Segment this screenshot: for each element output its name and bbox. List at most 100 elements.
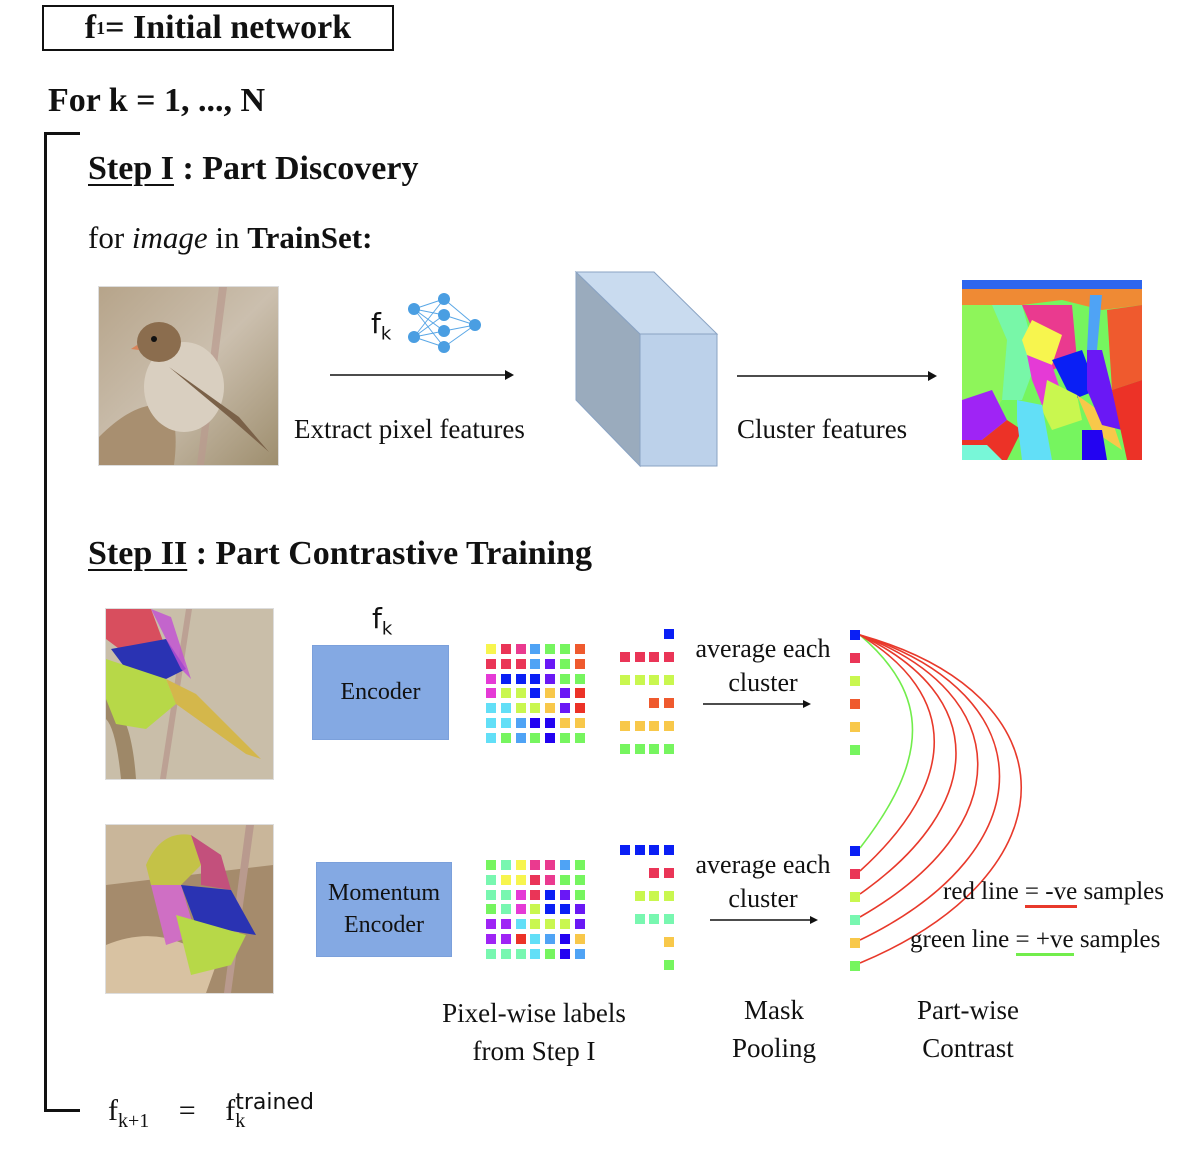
pixel-label-cell bbox=[500, 874, 511, 885]
pixel-label-cell bbox=[500, 644, 511, 654]
pixel-label-cell bbox=[545, 948, 556, 959]
pixel-label-cell bbox=[545, 919, 556, 930]
pixel-label-cell bbox=[486, 658, 496, 669]
pixel-label-cell bbox=[486, 874, 496, 885]
pixel-label-cell bbox=[515, 673, 526, 684]
pixel-label-cell bbox=[574, 673, 585, 684]
pixel-label-cell bbox=[515, 933, 526, 944]
cluster-pixel bbox=[649, 652, 660, 662]
encoder-box: Encoder bbox=[312, 645, 449, 740]
pixel-label-cell bbox=[530, 658, 541, 669]
cluster-pixel bbox=[649, 744, 660, 754]
cluster-pixel bbox=[664, 868, 674, 878]
cluster-pixel bbox=[664, 937, 674, 947]
caption-mask-line2: Pooling bbox=[731, 1033, 817, 1063]
pixel-label-cell bbox=[559, 688, 570, 699]
view2-overlay bbox=[106, 825, 273, 993]
cluster-pixel bbox=[664, 675, 674, 685]
pixel-label-cell bbox=[530, 717, 541, 728]
pixel-label-cell bbox=[515, 889, 526, 900]
step2-fk-label: fk bbox=[372, 602, 392, 640]
pixel-label-cell bbox=[515, 703, 526, 714]
caption-contrast-line2: Contrast bbox=[922, 1033, 1014, 1063]
pixel-label-cell bbox=[530, 703, 541, 714]
cluster-pixel bbox=[649, 845, 660, 855]
pixel-label-cell bbox=[559, 644, 570, 654]
pixel-label-cell bbox=[545, 673, 556, 684]
cluster-pixel bbox=[619, 721, 630, 731]
pixel-label-cell bbox=[515, 874, 526, 885]
view2-pooled-feature bbox=[850, 892, 860, 902]
pixel-label-cell bbox=[530, 904, 541, 915]
bird-photo-placeholder bbox=[99, 287, 278, 465]
pixel-label-cell bbox=[574, 860, 585, 870]
view1-pooled-feature bbox=[850, 722, 860, 732]
augmented-view-1-image bbox=[105, 608, 274, 780]
view1-pooled-feature bbox=[850, 699, 860, 709]
pixel-label-cell bbox=[574, 948, 585, 959]
pixel-label-cell bbox=[515, 919, 526, 930]
cluster-pixel bbox=[634, 675, 645, 685]
pixel-label-cell bbox=[559, 658, 570, 669]
fk2-symbol: f bbox=[372, 602, 382, 635]
legend-red-eq: = -ve bbox=[1024, 878, 1078, 908]
pixel-label-cell bbox=[574, 874, 585, 885]
pixel-label-cell bbox=[500, 688, 511, 699]
average-line2: cluster bbox=[728, 668, 798, 697]
pixel-label-cell bbox=[559, 860, 570, 870]
pixel-label-cell bbox=[530, 948, 541, 959]
pixel-label-cell bbox=[574, 933, 585, 944]
average2-line1: average each bbox=[695, 850, 831, 879]
legend-red-text: red line bbox=[943, 878, 1025, 905]
cluster-pixel bbox=[664, 744, 674, 754]
legend-green-eq: = +ve bbox=[1015, 926, 1074, 956]
view1-pooled-feature bbox=[850, 653, 860, 663]
pixel-label-cell bbox=[530, 732, 541, 743]
pixel-label-cell bbox=[500, 703, 511, 714]
input-bird-image bbox=[98, 286, 279, 466]
cluster-pixel bbox=[664, 721, 674, 731]
pixel-label-cell bbox=[545, 874, 556, 885]
pixel-label-cell bbox=[559, 948, 570, 959]
pixel-label-cell bbox=[486, 673, 496, 684]
pixel-label-cell bbox=[500, 717, 511, 728]
pixel-label-cell bbox=[530, 644, 541, 654]
pixel-label-cell bbox=[545, 717, 556, 728]
pixel-label-cell bbox=[545, 644, 556, 654]
cluster-pixel bbox=[664, 891, 674, 901]
pixel-label-cell bbox=[530, 673, 541, 684]
pixel-label-cell bbox=[500, 919, 511, 930]
cluster-features-label: Cluster features bbox=[737, 414, 908, 444]
cluster-pixel bbox=[664, 914, 674, 924]
pixel-label-cell bbox=[515, 658, 526, 669]
pixel-label-cell bbox=[515, 644, 526, 654]
legend-green-samples: samples bbox=[1073, 926, 1161, 953]
negative-pair-line bbox=[859, 634, 1001, 941]
cluster-pixel bbox=[634, 652, 645, 662]
cluster-pixel bbox=[619, 675, 630, 685]
cluster-pixel bbox=[634, 891, 645, 901]
pixel-label-cell bbox=[574, 688, 585, 699]
cluster-pixel bbox=[664, 845, 674, 855]
pixel-label-cell bbox=[486, 889, 496, 900]
pixel-label-cell bbox=[500, 889, 511, 900]
pixel-label-cell bbox=[530, 933, 541, 944]
pixel-label-cell bbox=[500, 732, 511, 743]
pixel-label-cell bbox=[486, 717, 496, 728]
pixel-label-cell bbox=[559, 889, 570, 900]
view2-pooled-feature bbox=[850, 938, 860, 948]
cluster-pixel bbox=[634, 845, 645, 855]
pixel-label-cell bbox=[574, 658, 585, 669]
pixel-label-cell bbox=[515, 948, 526, 959]
pixel-label-cell bbox=[545, 688, 556, 699]
pixel-label-cell bbox=[545, 703, 556, 714]
momentum-encoder-label-line2: Encoder bbox=[344, 911, 424, 938]
update-equals: = bbox=[178, 1094, 196, 1127]
pixel-label-cell bbox=[515, 732, 526, 743]
part-contrast-diagram bbox=[850, 630, 1023, 971]
update-rhs-sub: k bbox=[235, 1110, 246, 1132]
pixel-label-cell bbox=[559, 933, 570, 944]
pixel-label-cell bbox=[486, 860, 496, 870]
loop-variable: image bbox=[131, 220, 208, 255]
fk-subscript: k bbox=[380, 323, 392, 345]
